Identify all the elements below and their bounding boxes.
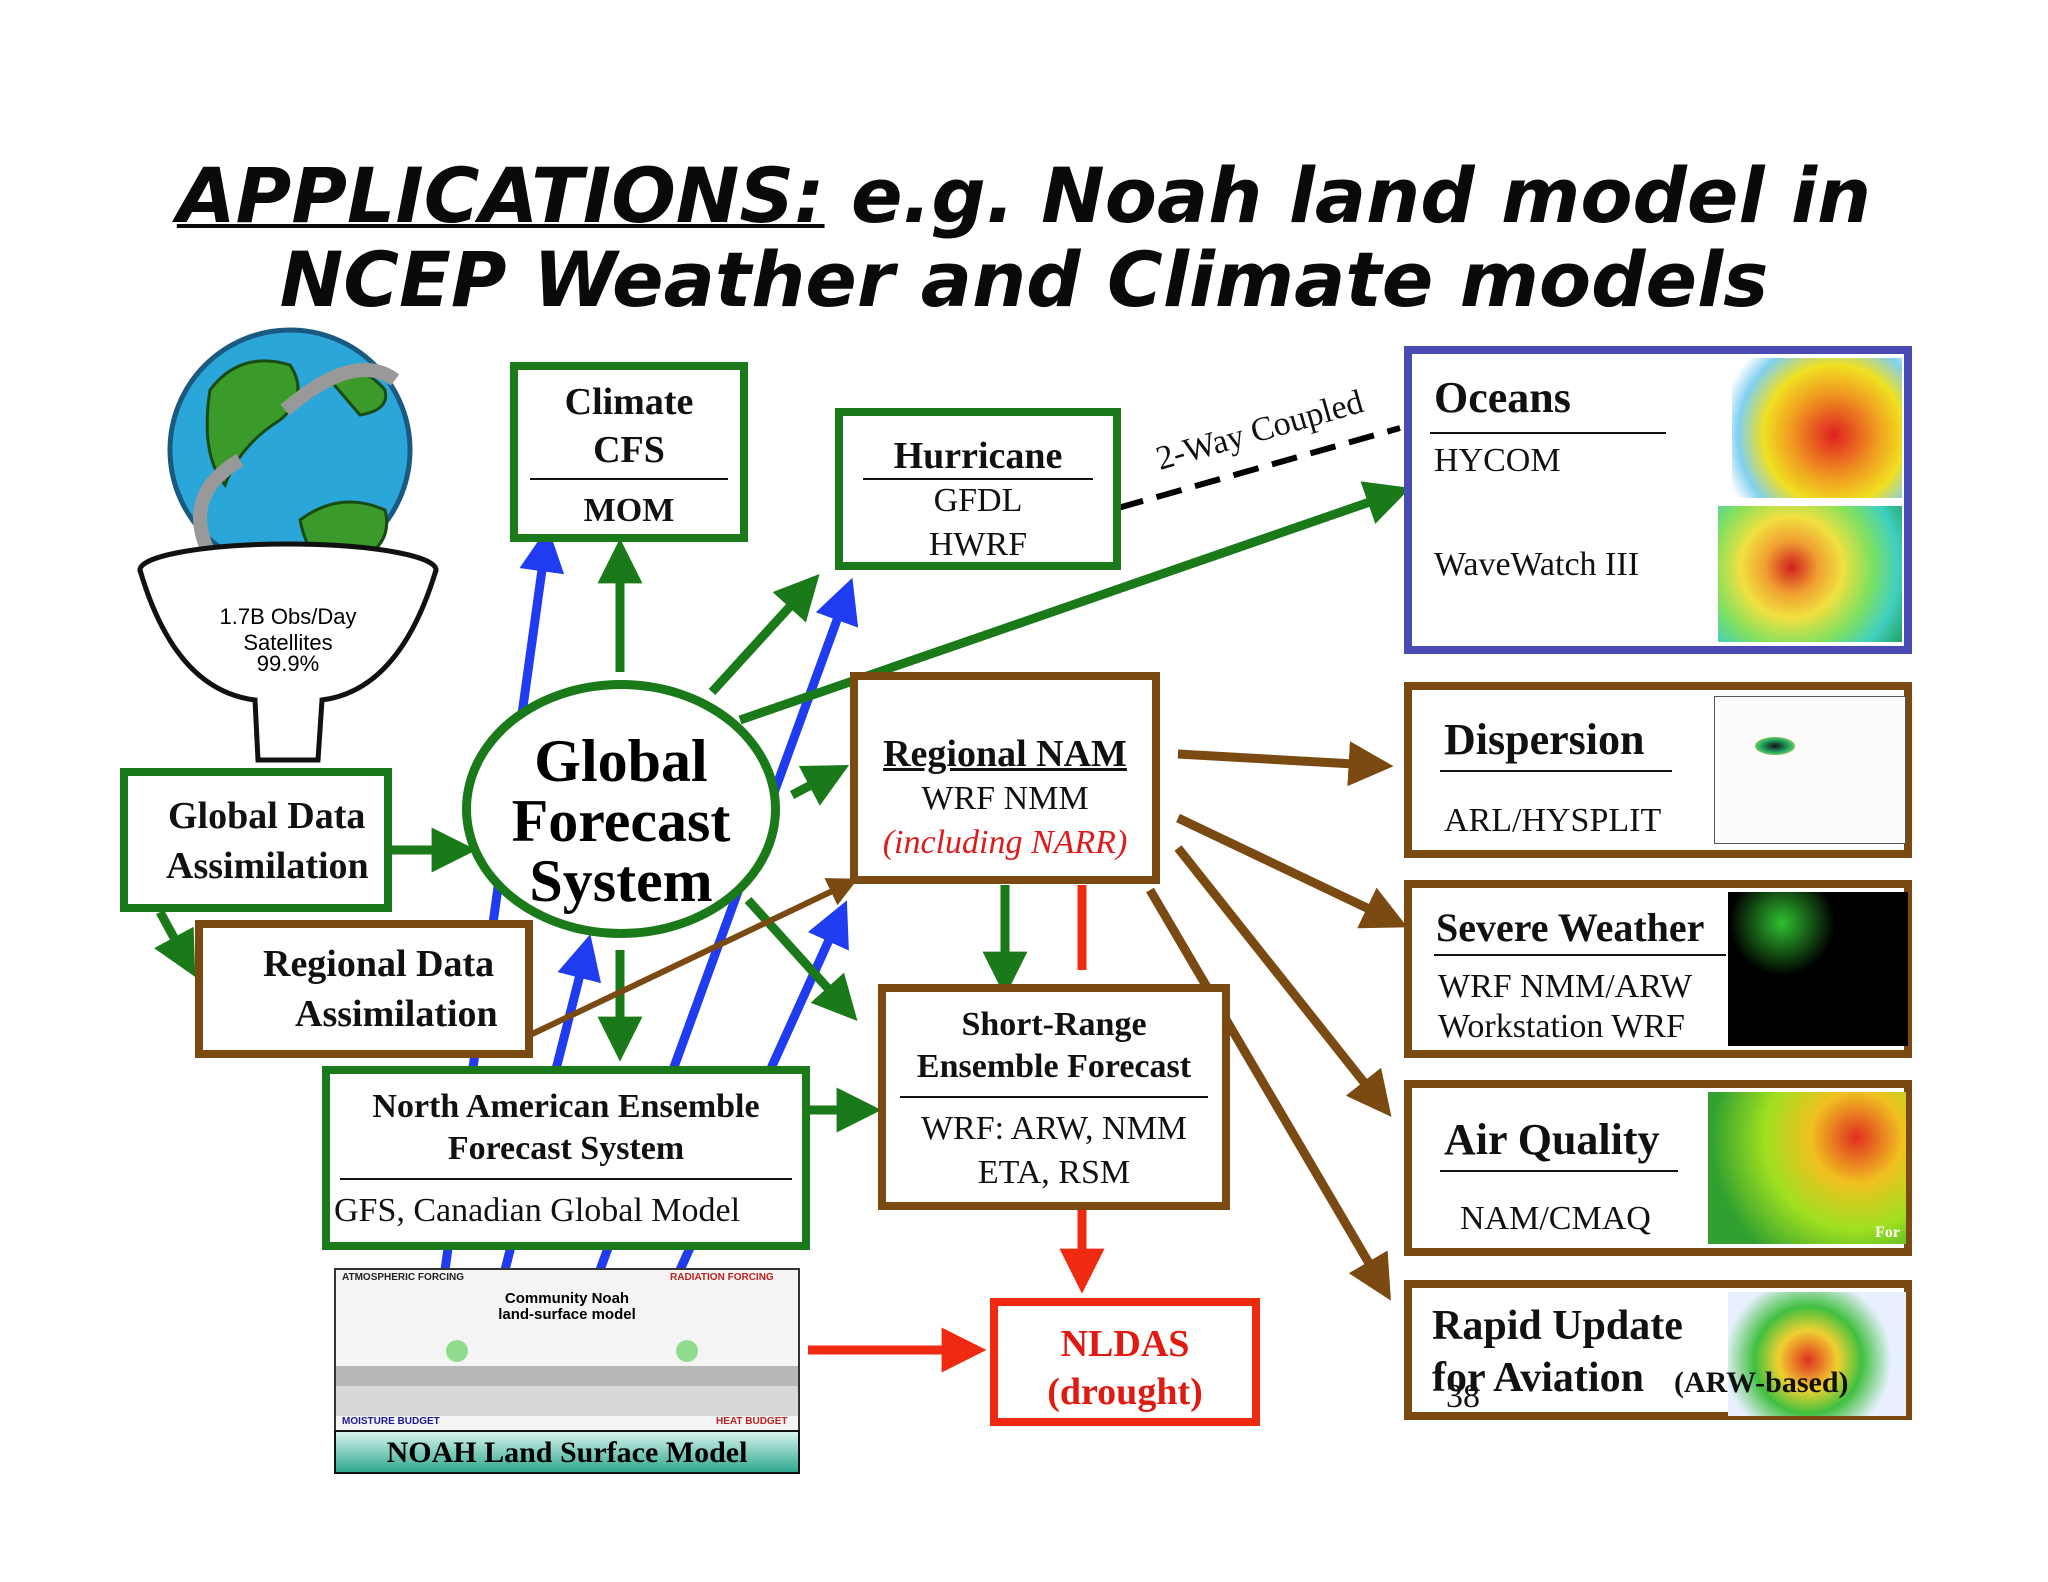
rapid-update-map-image	[1728, 1292, 1906, 1416]
regional-nam-box: Regional NAM WRF NMM (including NARR)	[850, 672, 1160, 884]
sref-line3: WRF: ARW, NMM	[920, 1110, 1188, 1147]
noah-caption-label: NOAH Land Surface Model	[386, 1436, 748, 1469]
title-applications: APPLICATIONS:	[176, 151, 825, 240]
noah-land-surface-diagram: ATMOSPHERIC FORCING RADIATION FORCING Co…	[334, 1268, 800, 1432]
nam-title: Regional NAM	[883, 733, 1127, 775]
narr-label: (including NARR)	[882, 824, 1128, 861]
naefs-line2: Forecast System	[447, 1130, 685, 1167]
air-quality-map-image: For	[1708, 1092, 1906, 1244]
title-rest: e.g. Noah land model in	[824, 151, 1872, 240]
severe-title: Severe Weather	[1436, 905, 1705, 950]
noah-diagram-title2: land-surface model	[498, 1306, 636, 1323]
gfdl-label: GFDL	[933, 482, 1023, 519]
funnel-satellites-label: Satellites	[243, 630, 332, 655]
rapid-update-line3: (ARW-based)	[1674, 1366, 1849, 1399]
plant-icon	[676, 1340, 698, 1362]
nldas-box: NLDAS (drought)	[990, 1298, 1260, 1426]
sref-line2: Ensemble Forecast	[916, 1048, 1192, 1085]
radar-map-image	[1728, 892, 1908, 1046]
naefs-box: North American Ensemble Forecast System …	[322, 1066, 810, 1250]
mom-label: MOM	[583, 492, 675, 529]
global-data-assimilation-box: Global Data Assimilation	[120, 768, 392, 912]
funnel-obs-label: 1.7B Obs/Day	[220, 604, 357, 629]
sref-box: Short-Range Ensemble Forecast WRF: ARW, …	[878, 984, 1230, 1210]
oceans-box: Oceans HYCOM WaveWatch III	[1404, 346, 1912, 654]
severe-weather-box: Severe Weather WRF NMM/ARW Workstation W…	[1404, 880, 1912, 1058]
hysplit-label: ARL/HYSPLIT	[1444, 802, 1662, 839]
noah-radiation-forcing: RADIATION FORCING	[670, 1272, 774, 1283]
gfs-line3: System	[529, 848, 713, 914]
wave-map-image	[1718, 506, 1902, 642]
plant-icon	[446, 1340, 468, 1362]
naefs-line1: North American Ensemble	[372, 1088, 760, 1125]
gda-line1: Global Data	[168, 795, 366, 837]
hwrf-label: HWRF	[928, 526, 1028, 563]
hurricane-title: Hurricane	[893, 435, 1063, 477]
air-quality-map-label: For	[1875, 1224, 1900, 1241]
rapid-update-box: Rapid Update for Aviation (ARW-based)	[1404, 1280, 1912, 1420]
noah-heat-budget: HEAT BUDGET	[716, 1416, 788, 1427]
oceans-title: Oceans	[1434, 373, 1571, 422]
nldas-subtitle: (drought)	[1047, 1371, 1203, 1413]
hycom-label: HYCOM	[1434, 442, 1561, 479]
gfs-line2: Forecast	[511, 788, 731, 854]
air-quality-box: Air Quality NAM/CMAQ For	[1404, 1080, 1912, 1256]
severe-line1: WRF NMM/ARW	[1438, 968, 1693, 1005]
noah-caption: NOAH Land Surface Model	[334, 1430, 800, 1474]
funnel-percent-label: 99.9%	[257, 651, 319, 676]
regional-data-assimilation-box: Regional Data Assimilation	[195, 920, 533, 1058]
naefs-line3: GFS, Canadian Global Model	[334, 1192, 741, 1229]
rapid-update-line1: Rapid Update	[1432, 1303, 1683, 1349]
severe-line2: Workstation WRF	[1438, 1008, 1685, 1045]
cfs-label: CFS	[593, 429, 665, 471]
dispersion-title: Dispersion	[1444, 715, 1645, 764]
slide-title-line1: APPLICATIONS: e.g. Noah land model in	[0, 158, 2048, 234]
noah-moisture-budget: MOISTURE BUDGET	[342, 1416, 440, 1427]
nam-wrf-label: WRF NMM	[921, 780, 1089, 817]
climate-label: Climate	[564, 381, 694, 423]
dispersion-map-image	[1714, 696, 1906, 844]
global-forecast-system-ellipse: Global Forecast System	[462, 680, 780, 938]
air-quality-title: Air Quality	[1444, 1115, 1660, 1164]
plume-icon	[1755, 737, 1795, 755]
globe-funnel-illustration	[137, 327, 439, 763]
slide-title-line2: NCEP Weather and Climate models	[279, 235, 1769, 324]
rda-line1: Regional Data	[263, 943, 495, 985]
gfs-line1: Global	[534, 728, 708, 794]
dispersion-box: Dispersion ARL/HYSPLIT	[1404, 682, 1912, 858]
gda-line2: Assimilation	[166, 845, 369, 887]
coupled-label: 2-Way Coupled	[1152, 383, 1367, 477]
sref-line4: ETA, RSM	[977, 1154, 1131, 1191]
cmaq-label: NAM/CMAQ	[1460, 1200, 1651, 1237]
page-number: 38	[1446, 1378, 1480, 1415]
nldas-title: NLDAS	[1060, 1323, 1190, 1365]
climate-cfs-box: Climate CFS MOM	[510, 362, 748, 542]
hurricane-box: Hurricane GFDL HWRF	[835, 408, 1121, 570]
noah-atm-forcing: ATMOSPHERIC FORCING	[342, 1272, 465, 1283]
sst-map-image	[1732, 358, 1902, 498]
sref-line1: Short-Range	[961, 1006, 1147, 1043]
noah-diagram-title1: Community Noah	[504, 1290, 630, 1307]
rda-line2: Assimilation	[295, 993, 498, 1035]
rapid-update-line2: for Aviation	[1432, 1355, 1644, 1401]
wavewatch-label: WaveWatch III	[1434, 546, 1640, 583]
